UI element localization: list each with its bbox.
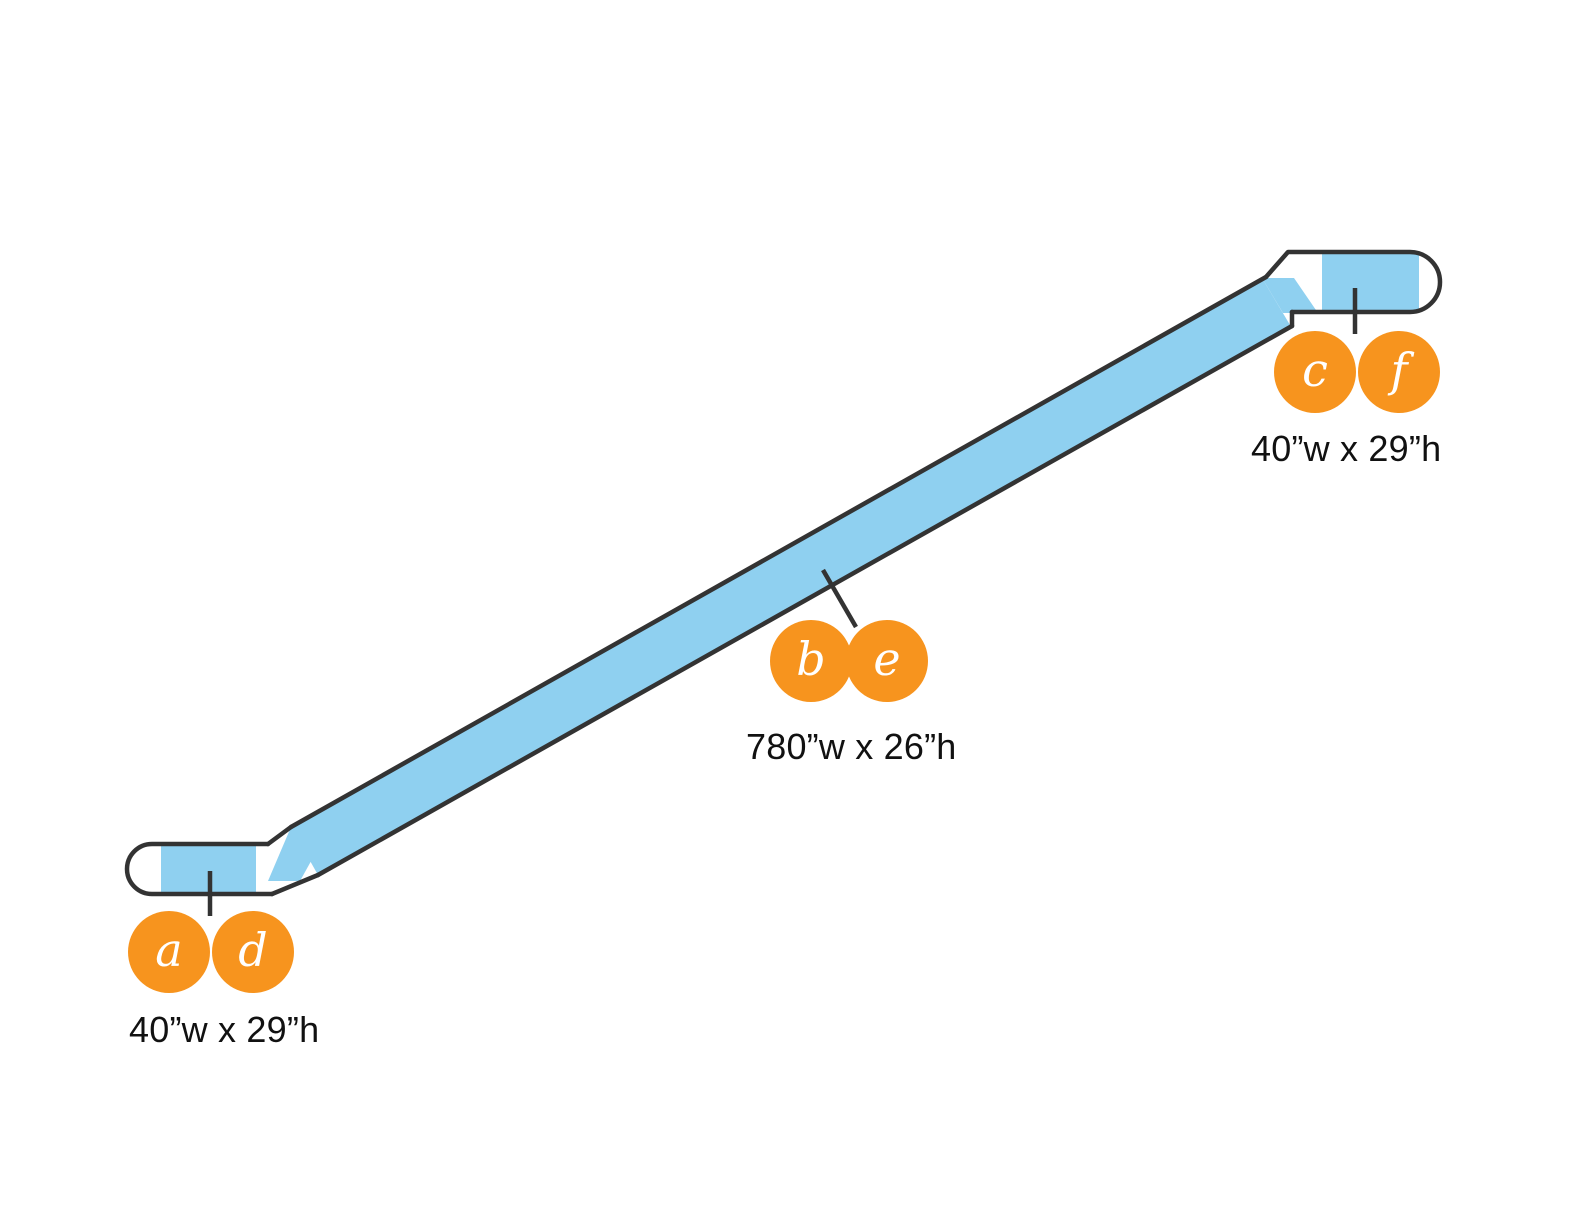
badge-c-letter: c (1302, 343, 1328, 397)
right-dimension-label: 40”w x 29”h (1251, 428, 1442, 469)
badge-f[interactable]: f (1358, 331, 1440, 413)
badge-c[interactable]: c (1274, 331, 1356, 413)
right-bend-fill (1262, 278, 1318, 313)
badge-a[interactable]: a (128, 911, 210, 993)
leader-lines-group (207, 288, 1358, 916)
badge-e[interactable]: e (846, 620, 928, 702)
badge-b[interactable]: b (770, 620, 852, 702)
badge-e-letter: e (873, 632, 901, 686)
incline-bottom-rail (315, 323, 1295, 878)
badge-a-letter: a (155, 923, 183, 977)
right-end-outline (1263, 249, 1443, 315)
belt-outline-group (124, 249, 1443, 897)
incline-top-rail (288, 274, 1269, 830)
badge-b-letter: b (796, 632, 826, 686)
left-dimension-label: 40”w x 29”h (129, 1009, 320, 1050)
badge-d-letter: d (238, 923, 268, 977)
badge-f-letter: f (1390, 343, 1408, 397)
badge-d[interactable]: d (212, 911, 294, 993)
belt-fill-group (161, 254, 1419, 893)
right-pad-fill (1322, 254, 1419, 312)
left-bend-top-outline (265, 824, 294, 847)
incline-span-fill (291, 278, 1290, 875)
center-tick-leader (821, 568, 858, 629)
center-dimension-label: 780”w x 26”h (746, 726, 957, 767)
left-end-outline (124, 841, 275, 897)
left-bend-bottom-outline (269, 872, 321, 897)
